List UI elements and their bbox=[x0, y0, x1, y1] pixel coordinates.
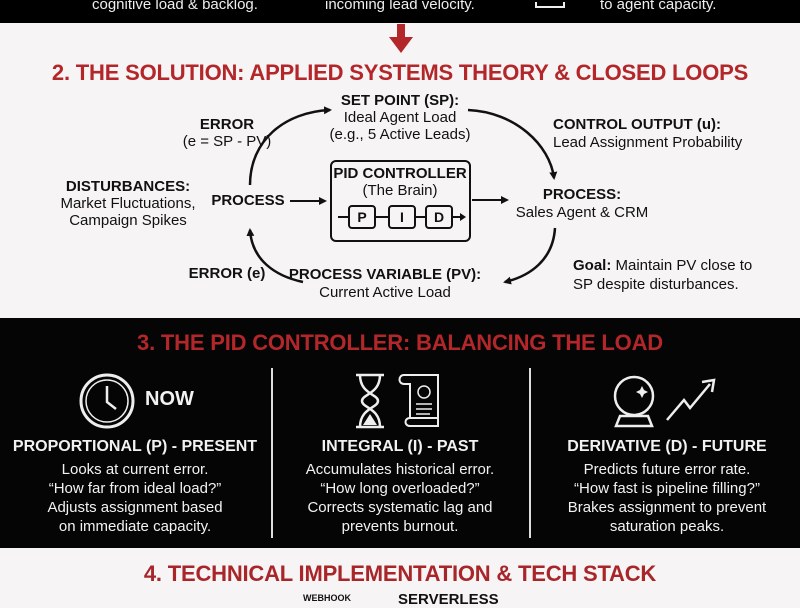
section4-title: 4. TECHNICAL IMPLEMENTATION & TECH STACK bbox=[143, 561, 657, 586]
integral-line: “How long overloaded?” bbox=[320, 480, 480, 497]
top-strip-text-3: to agent capacity. bbox=[600, 0, 717, 13]
trending-up-icon bbox=[666, 378, 716, 421]
goal-group: Goal: Maintain PV close to SP despite di… bbox=[573, 256, 752, 294]
top-strip-text-2: incoming lead velocity. bbox=[325, 0, 475, 13]
error-formula: (e = SP - PV) bbox=[182, 133, 272, 150]
arrow-process-to-pv bbox=[503, 227, 557, 285]
disturbances-line1: Market Fluctuations, bbox=[60, 195, 196, 212]
column-derivative: DERIVATIVE (D) - FUTURE Predicts future … bbox=[567, 438, 766, 536]
column-divider bbox=[529, 368, 531, 538]
capacity-icon bbox=[535, 2, 565, 8]
loop-arrows bbox=[246, 106, 558, 285]
down-arrow-icon bbox=[389, 24, 413, 53]
set-point-line2: (e.g., 5 Active Leads) bbox=[329, 126, 471, 143]
control-output-group: CONTROL OUTPUT (u): Lead Assignment Prob… bbox=[553, 116, 742, 152]
pid-controller-box bbox=[330, 160, 471, 242]
disturbances-line2: Campaign Spikes bbox=[69, 212, 187, 229]
integral-heading: INTEGRAL (I) - PAST bbox=[321, 438, 479, 455]
arrow-pv-to-process bbox=[246, 228, 304, 284]
process-variable-line1: Current Active Load bbox=[319, 284, 451, 301]
set-point-line1: Ideal Agent Load bbox=[343, 109, 457, 126]
set-point-group: SET POINT (SP): Ideal Agent Load (e.g., … bbox=[330, 92, 471, 143]
section3-title: 3. THE PID CONTROLLER: BALANCING THE LOA… bbox=[137, 330, 663, 355]
clock-icon bbox=[79, 373, 135, 429]
section3-panel: 3. THE PID CONTROLLER: BALANCING THE LOA… bbox=[0, 318, 800, 548]
column-divider bbox=[271, 368, 273, 538]
column-proportional: PROPORTIONAL (P) - PRESENT Looks at curr… bbox=[13, 438, 257, 536]
derivative-line: saturation peaks. bbox=[609, 518, 725, 535]
pid-term-i: I bbox=[388, 205, 416, 229]
process-right-label: PROCESS: bbox=[542, 186, 622, 203]
pid-title: PID CONTROLLER bbox=[333, 165, 467, 182]
proportional-line: Adjusts assignment based bbox=[47, 499, 223, 516]
integral-line: prevents burnout. bbox=[341, 518, 459, 535]
process-variable-group: PROCESS VARIABLE (PV): Current Active Lo… bbox=[289, 266, 481, 302]
hourglass-icon bbox=[356, 373, 439, 429]
proportional-line: on immediate capacity. bbox=[58, 518, 212, 535]
integral-line: Corrects systematic lag and bbox=[307, 499, 493, 516]
pid-subtitle: (The Brain) bbox=[362, 182, 438, 199]
set-point-label: SET POINT (SP): bbox=[340, 92, 460, 109]
top-strip-text-1: cognitive load & backlog. bbox=[92, 0, 258, 13]
error-formula-group: ERROR (e = SP - PV) bbox=[183, 116, 272, 150]
disturbances-label: DISTURBANCES: bbox=[65, 178, 191, 195]
proportional-line: Looks at current error. bbox=[61, 461, 209, 478]
pid-term-p: P bbox=[348, 205, 376, 229]
arrow-setpoint-to-process bbox=[467, 108, 558, 180]
disturbances-group: DISTURBANCES: Market Fluctuations, Campa… bbox=[60, 178, 195, 229]
now-badge: NOW bbox=[145, 388, 194, 410]
control-output-line1: Lead Assignment Probability bbox=[553, 134, 743, 151]
top-strip: cognitive load & backlog. incoming lead … bbox=[0, 0, 800, 23]
process-right-group: PROCESS: Sales Agent & CRM bbox=[516, 186, 649, 222]
derivative-line: “How fast is pipeline filling?” bbox=[574, 480, 760, 497]
derivative-heading: DERIVATIVE (D) - FUTURE bbox=[567, 438, 767, 455]
proportional-heading: PROPORTIONAL (P) - PRESENT bbox=[12, 438, 258, 455]
error-label: ERROR bbox=[199, 116, 255, 133]
arrow-process-to-setpoint bbox=[248, 106, 332, 186]
webhook-label: WEBHOOK bbox=[303, 593, 351, 603]
goal-label: Goal: bbox=[573, 257, 612, 274]
section2-title: 2. THE SOLUTION: APPLIED SYSTEMS THEORY … bbox=[51, 60, 749, 85]
process-left-label: PROCESS bbox=[211, 192, 285, 209]
pid-term-d: D bbox=[425, 205, 453, 229]
derivative-line: Predicts future error rate. bbox=[583, 461, 751, 478]
history-scroll-icon bbox=[398, 374, 439, 427]
error-bottom-label: ERROR (e) bbox=[188, 265, 266, 282]
process-variable-label: PROCESS VARIABLE (PV): bbox=[288, 266, 482, 283]
crystal-ball-icon bbox=[613, 375, 716, 428]
derivative-line: Brakes assignment to prevent bbox=[567, 499, 767, 516]
column-integral: INTEGRAL (I) - PAST Accumulates historic… bbox=[306, 438, 494, 536]
integral-line: Accumulates historical error. bbox=[305, 461, 495, 478]
goal-line1: Maintain PV close to bbox=[615, 257, 753, 274]
goal-line2: SP despite disturbances. bbox=[573, 276, 739, 293]
process-right-line1: Sales Agent & CRM bbox=[515, 204, 649, 221]
proportional-line: “How far from ideal load?” bbox=[48, 480, 222, 497]
control-output-label: CONTROL OUTPUT (u): bbox=[553, 116, 722, 133]
